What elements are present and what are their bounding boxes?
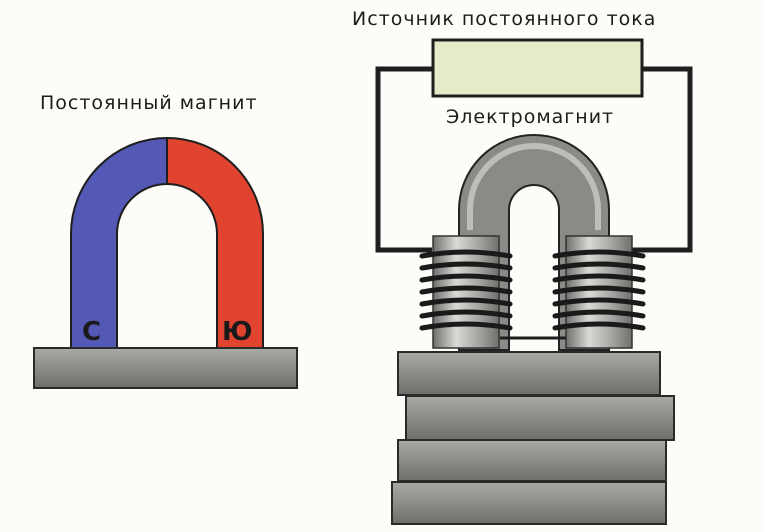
dc-source-box — [431, 38, 644, 98]
south-pole-label: Ю — [222, 317, 253, 347]
permanent-magnet-iron-bar — [33, 347, 298, 389]
permanent-magnet: С Ю — [70, 136, 264, 349]
magnet-south-half — [166, 136, 264, 349]
dc-source-label: Источник постоянного тока — [352, 8, 657, 30]
magnet-north-half — [70, 136, 168, 349]
iron-bar-stack — [391, 351, 675, 525]
permanent-magnet-label: Постоянный магнит — [40, 92, 258, 114]
circuit-wire — [375, 66, 693, 253]
electromagnet-label: Электромагнит — [446, 106, 615, 128]
left-coil-windings — [419, 249, 513, 331]
north-pole-label: С — [82, 317, 101, 347]
right-coil-windings — [552, 249, 646, 331]
